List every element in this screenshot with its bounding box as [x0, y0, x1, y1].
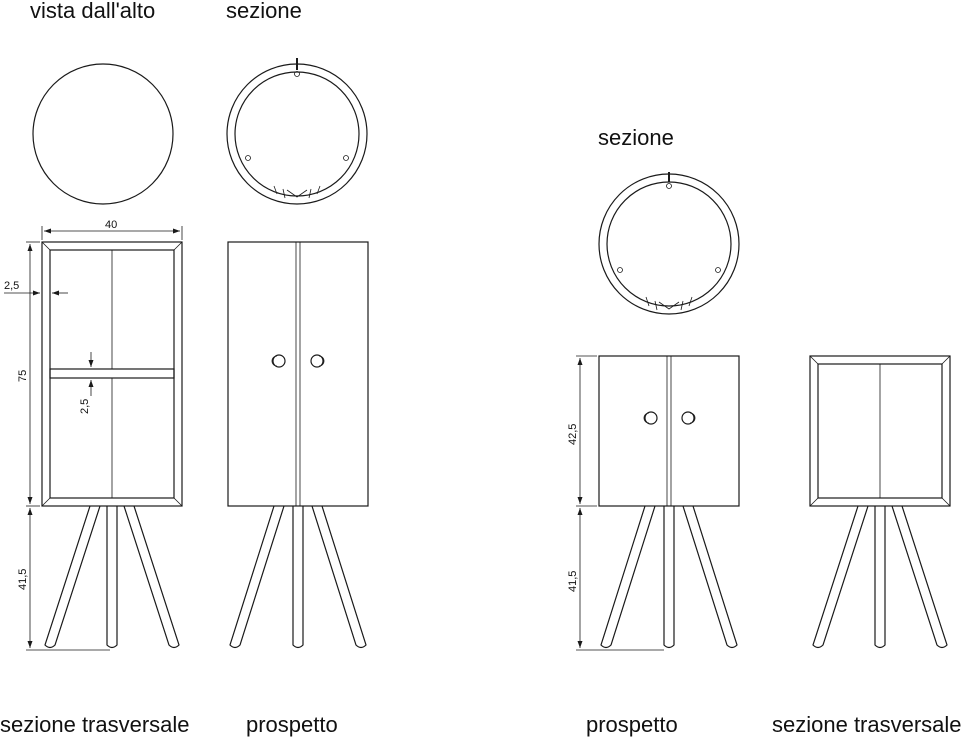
dim-body-height-tall-label: 75 — [17, 370, 29, 382]
elevation-right-legs — [600, 505, 738, 649]
label-top-view: vista dall'alto — [30, 0, 155, 23]
cross-section-right-cabinet — [809, 355, 951, 507]
label-section-right: sezione — [598, 125, 674, 150]
label-elevation-right: prospetto — [586, 712, 678, 737]
dimension-legs-height-tall — [26, 508, 110, 651]
dim-legs-height-short-label: 41,5 — [567, 571, 579, 592]
label-cross-section-right: sezione trasversale — [772, 712, 962, 737]
dimension-body-height-tall — [26, 241, 40, 507]
dim-legs-height-tall-label: 41,5 — [17, 569, 29, 590]
cross-section-left-legs — [44, 505, 180, 649]
label-elevation-left: prospetto — [246, 712, 338, 737]
dim-shelf-thickness-label: 2,5 — [79, 399, 91, 414]
dimension-body-height-short — [576, 355, 597, 507]
dim-width-label: 40 — [105, 219, 117, 231]
dim-body-height-short-label: 42,5 — [567, 424, 579, 445]
elevation-left-legs — [229, 505, 367, 649]
elevation-right-cabinet — [598, 355, 740, 507]
label-cross-section-left: sezione trasversale — [0, 712, 190, 737]
elevation-left-cabinet — [227, 241, 369, 507]
label-section-left: sezione — [226, 0, 302, 23]
cross-section-left-cabinet — [41, 241, 183, 507]
door-knob-icon — [271, 354, 325, 368]
top-view-circle — [32, 63, 174, 205]
dimension-width — [41, 226, 183, 240]
door-knob-icon — [643, 411, 696, 425]
dim-wall-thickness-label: 2,5 — [4, 280, 19, 292]
dimension-legs-height-short — [576, 508, 664, 651]
section-ring-left — [226, 58, 368, 205]
section-ring-right — [598, 172, 740, 315]
cross-section-right-legs — [812, 505, 948, 649]
